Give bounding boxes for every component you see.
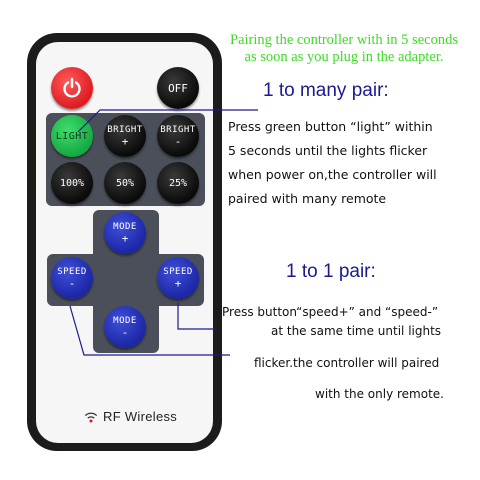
pct-100-label: 100%: [59, 177, 85, 189]
brand-label: RF Wireless: [103, 409, 178, 424]
mode-up-label: MODE: [113, 222, 137, 232]
speed-down-button[interactable]: SPEED -: [51, 257, 93, 299]
power-icon: [63, 77, 81, 98]
brightness-25-button[interactable]: 25%: [157, 162, 199, 204]
mode-down-sign: -: [121, 326, 129, 339]
speed-down-label: SPEED: [57, 267, 87, 277]
remote-notch: [108, 33, 122, 37]
one-pair-line-4: with the only remote.: [315, 387, 444, 401]
many-pair-line-2: 5 seconds until the lights flicker: [228, 143, 428, 158]
pairing-note-line-2: as soon as you plug in the adapter.: [244, 49, 444, 65]
wireless-signal-icon: [84, 412, 98, 422]
speed-down-pointer-line: [69, 305, 230, 356]
mode-up-sign: +: [121, 232, 129, 245]
rf-wireless-logo: RF Wireless: [84, 409, 177, 424]
light-button[interactable]: LIGHT: [51, 115, 93, 157]
speed-down-sign: -: [68, 277, 76, 290]
pairing-note-line-1: Pairing the controller with in 5 seconds: [230, 32, 458, 48]
off-label: OFF: [168, 81, 188, 95]
many-pair-line-4: paired with many remote: [228, 191, 387, 206]
pairing-note: Pairing the controller with in 5 seconds…: [218, 32, 470, 66]
speed-up-pointer-line: [177, 303, 216, 330]
off-button[interactable]: OFF: [157, 67, 199, 109]
many-pair-heading: 1 to many pair:: [263, 80, 389, 101]
bright-down-label: BRIGHT: [160, 125, 196, 135]
mode-down-button[interactable]: MODE -: [104, 306, 146, 348]
one-pair-line-2: at the same time until lights: [271, 324, 442, 338]
speed-up-label: SPEED: [163, 267, 193, 277]
bright-up-button[interactable]: BRIGHT +: [104, 115, 146, 157]
mode-down-label: MODE: [113, 316, 137, 326]
many-pair-line-3: when power on,the controller will: [228, 167, 437, 182]
power-button[interactable]: [51, 67, 93, 109]
bright-up-sign: +: [121, 135, 129, 148]
bright-down-sign: -: [174, 135, 182, 148]
pct-25-label: 25%: [168, 177, 188, 189]
bright-up-label: BRIGHT: [107, 125, 143, 135]
mode-up-button[interactable]: MODE +: [104, 212, 146, 254]
speed-up-sign: +: [174, 277, 182, 290]
one-pair-line-3: flicker.the controller will paired: [254, 356, 440, 370]
pct-50-label: 50%: [115, 177, 135, 189]
one-pair-line-1: Press button“speed+” and “speed-”: [222, 305, 439, 319]
remote-notch: [125, 33, 139, 37]
brightness-100-button[interactable]: 100%: [51, 162, 93, 204]
many-pair-instructions: Press green button “light” within 5 seco…: [228, 115, 437, 211]
speed-up-button[interactable]: SPEED +: [157, 257, 199, 299]
light-label: LIGHT: [55, 130, 89, 142]
bright-down-button[interactable]: BRIGHT -: [157, 115, 199, 157]
many-pair-line-1: Press green button “light” within: [228, 119, 433, 134]
light-pointer-line: [77, 109, 258, 133]
one-pair-heading: 1 to 1 pair:: [286, 261, 376, 282]
brightness-50-button[interactable]: 50%: [104, 162, 146, 204]
